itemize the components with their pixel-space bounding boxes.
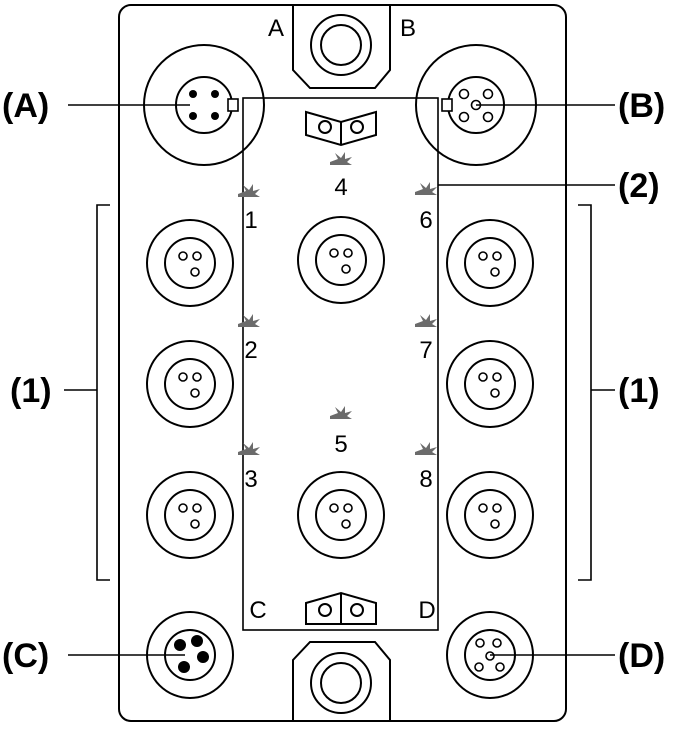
callout-one-left: (1) xyxy=(10,372,52,410)
corner-letter-b: B xyxy=(400,15,416,42)
led-4-icon xyxy=(330,152,352,165)
callout-d: (D) xyxy=(618,637,665,675)
led-number-3: 3 xyxy=(244,466,257,493)
io-connector-icon xyxy=(297,216,385,304)
led-number-2: 2 xyxy=(244,337,257,364)
left-bracket xyxy=(64,204,110,581)
connector-a-icon xyxy=(143,44,265,166)
led-number-7: 7 xyxy=(419,337,432,364)
led-number-6: 6 xyxy=(419,207,432,234)
led-panel xyxy=(242,97,439,631)
callout-b: (B) xyxy=(618,87,665,125)
io-connector-icon xyxy=(146,340,234,428)
status-leds xyxy=(238,152,437,455)
module-housing xyxy=(118,4,567,722)
io-connectors xyxy=(146,216,534,559)
io-connector-icon xyxy=(446,219,534,307)
callout-a: (A) xyxy=(2,87,49,125)
io-connector-icon xyxy=(297,471,385,559)
callout-two: (2) xyxy=(618,167,660,205)
callout-one-right: (1) xyxy=(618,372,660,410)
bottom-mount-clip-icon xyxy=(305,591,377,625)
top-mount-clip-icon xyxy=(305,110,377,147)
led-5-icon xyxy=(330,406,352,419)
io-connector-icon xyxy=(146,471,234,559)
led-number-1: 1 xyxy=(244,207,257,234)
led-8-icon xyxy=(415,442,437,455)
io-connector-icon xyxy=(146,219,234,307)
led-number-4: 4 xyxy=(334,174,347,201)
led-3-icon xyxy=(238,442,260,455)
corner-letter-c: C xyxy=(249,597,266,624)
led-6-icon xyxy=(415,182,437,195)
top-cable-gland-icon xyxy=(292,5,391,89)
corner-letter-a: A xyxy=(268,15,284,42)
led-number-8: 8 xyxy=(419,466,432,493)
led-number-5: 5 xyxy=(334,431,347,458)
bottom-cable-gland-icon xyxy=(292,641,391,721)
connector-b-icon xyxy=(415,44,537,166)
right-bracket xyxy=(578,204,615,581)
callout-c: (C) xyxy=(2,637,49,675)
led-7-icon xyxy=(415,314,437,327)
led-2-icon xyxy=(238,314,260,327)
io-connector-icon xyxy=(446,340,534,428)
leader-lines xyxy=(68,104,615,656)
led-1-icon xyxy=(238,184,260,197)
io-connector-icon xyxy=(446,471,534,559)
corner-letter-d: D xyxy=(418,597,435,624)
